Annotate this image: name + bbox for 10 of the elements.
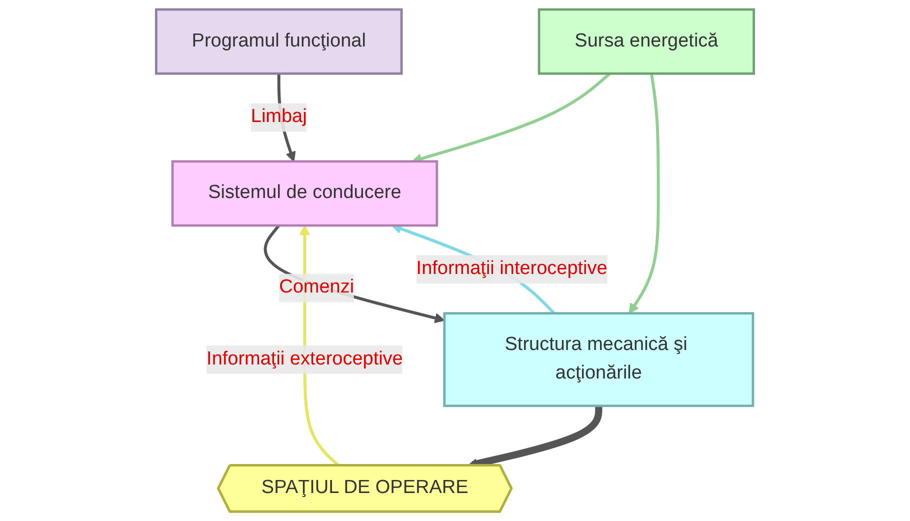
edge-label: Limbaj — [250, 106, 307, 127]
node-box: Sursa energetică — [538, 8, 756, 75]
node-box: Structura mecanică şi acţionările — [443, 312, 754, 408]
arrow — [264, 224, 445, 324]
edge-label: Informaţii exteroceptive — [206, 348, 403, 370]
arrow — [628, 73, 660, 314]
edge-label: Comenzi — [279, 277, 354, 298]
edge-label: Informaţii interoceptive — [416, 258, 608, 279]
node-box: Programul funcţional — [154, 8, 403, 75]
node-box: Sistemul de conducere — [171, 160, 438, 227]
